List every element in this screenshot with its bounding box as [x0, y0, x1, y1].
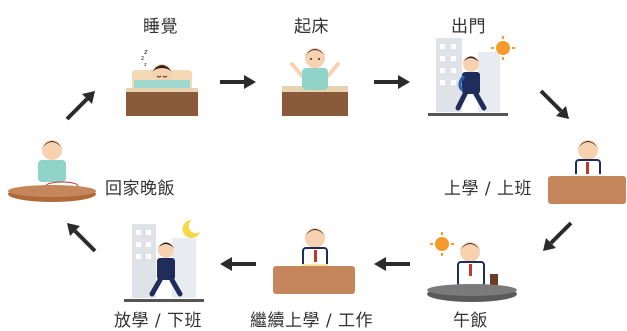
arrow-lunch-to-continue	[374, 257, 410, 271]
dinner-person-icon	[8, 140, 96, 202]
arrow-wake-to-leave	[374, 75, 410, 89]
arrow-off-to-dinner	[67, 223, 97, 253]
label-lunch: 午飯	[453, 311, 488, 331]
label-sleep: 睡覺	[143, 17, 178, 37]
label-go-to-school: 上學 / 上班	[444, 179, 533, 199]
working-person-icon	[548, 140, 626, 204]
label-dinner: 回家晚飯	[105, 179, 175, 199]
arrow-continue-to-off	[220, 257, 256, 271]
arrow-sleep-to-wake	[220, 75, 256, 89]
studying-person-icon	[273, 228, 355, 294]
label-leave-home: 出門	[451, 17, 486, 37]
label-off-school: 放學 / 下班	[114, 311, 203, 331]
arrow-dinner-to-sleep	[65, 91, 95, 121]
svg-text:z: z	[144, 62, 147, 68]
label-continue-work: 繼續上學 / 工作	[250, 311, 374, 331]
svg-text:z: z	[144, 48, 148, 56]
arrow-leave-to-school	[539, 89, 569, 119]
arrow-school-to-lunch	[543, 221, 573, 251]
label-wake: 起床	[294, 17, 329, 37]
walking-home-icon	[124, 219, 204, 302]
walking-commuter-icon	[428, 36, 515, 116]
svg-text:z: z	[141, 55, 144, 62]
lunch-person-icon	[427, 232, 517, 302]
sleeping-person-icon: z z z	[126, 48, 198, 116]
waking-person-icon	[282, 48, 348, 116]
